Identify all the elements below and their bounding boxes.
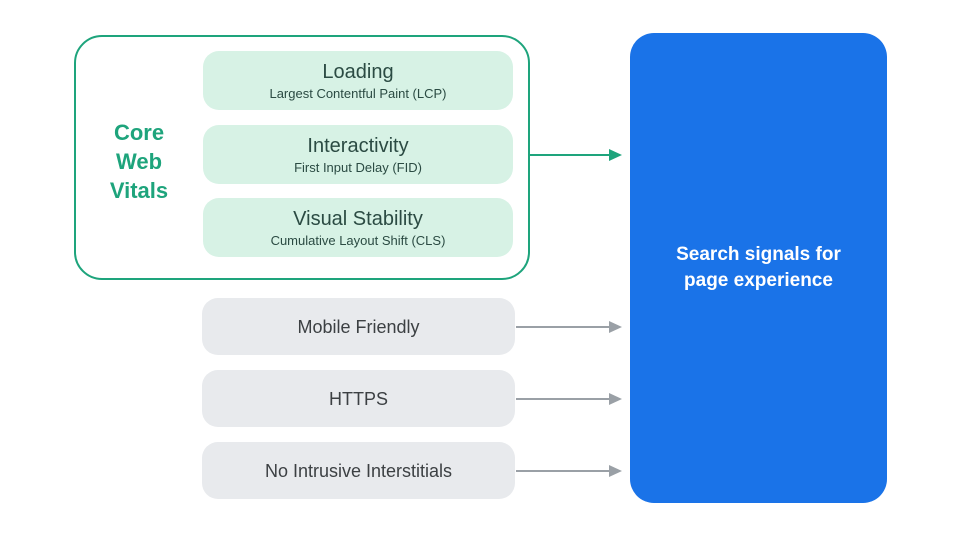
- signal-card-https: HTTPS: [202, 370, 515, 427]
- arrow-head: [609, 393, 622, 405]
- arrow-no-intrusive-interstitials-icon: [516, 464, 622, 478]
- vital-title-visual-stability: Visual Stability: [293, 207, 423, 230]
- signal-label-mobile-friendly: Mobile Friendly: [297, 316, 420, 337]
- arrow-line: [529, 153, 609, 157]
- vital-card-visual-stability: Visual Stability Cumulative Layout Shift…: [203, 198, 513, 257]
- arrow-line: [516, 469, 609, 473]
- signal-label-https: HTTPS: [328, 388, 388, 409]
- arrow-head: [609, 149, 622, 161]
- signal-card-mobile-friendly: Mobile Friendly: [202, 298, 515, 355]
- signal-label-no-intrusive-interstitials: No Intrusive Interstitials: [264, 460, 453, 481]
- vital-card-interactivity: Interactivity First Input Delay (FID): [203, 125, 513, 184]
- arrow-mobile-friendly-icon: [516, 320, 622, 334]
- arrow-core-web-vitals-icon: [529, 148, 622, 162]
- arrow-head: [609, 465, 622, 477]
- vital-subtitle-cls: Cumulative Layout Shift (CLS): [270, 232, 446, 248]
- search-signals-label: Search signals for page experience: [676, 244, 841, 291]
- arrow-line: [516, 397, 609, 401]
- vital-title-interactivity: Interactivity: [307, 134, 409, 157]
- vital-title-loading: Loading: [322, 60, 394, 83]
- arrow-https-icon: [516, 392, 622, 406]
- signal-card-no-intrusive-interstitials: No Intrusive Interstitials: [202, 442, 515, 499]
- vital-card-loading: Loading Largest Contentful Paint (LCP): [203, 51, 513, 110]
- arrow-line: [516, 325, 609, 329]
- search-signals-box: Search signals for page experience: [630, 33, 887, 503]
- arrow-head: [609, 321, 622, 333]
- vital-subtitle-fid: First Input Delay (FID): [294, 159, 422, 175]
- vital-subtitle-lcp: Largest Contentful Paint (LCP): [269, 85, 447, 101]
- core-web-vitals-label: Core Web Vitals: [109, 120, 169, 203]
- core-web-vitals-outline: [74, 35, 530, 280]
